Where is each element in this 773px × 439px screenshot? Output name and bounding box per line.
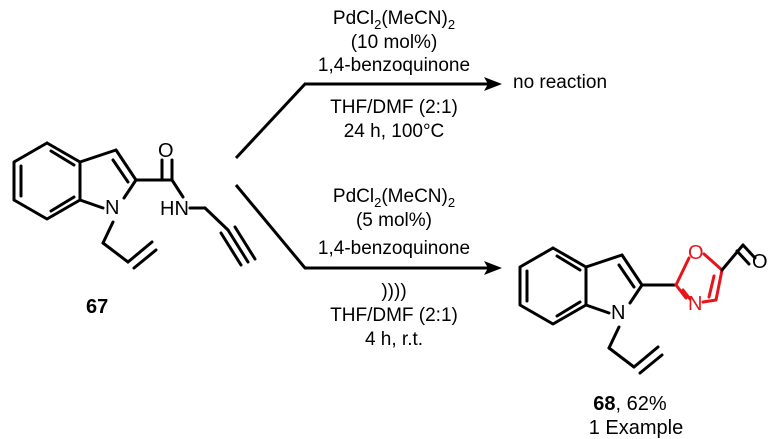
pr-oxazole-ring: O N [674,242,724,315]
sm-c2-n-bond [122,178,138,200]
bottom-catalyst: PdCl2(MeCN)2 [333,186,455,210]
pr-ox-c5-c4-double [707,274,716,299]
pr-oxazole-o-atom: O [688,242,704,264]
pr-oxazole-n-atom: N [688,293,702,315]
bottom-time-temp: 4 h, r.t. [365,329,423,350]
sm-c3a-c3-bond [78,148,118,164]
bottom-conditions: PdCl2(MeCN)2 (5 mol%) 1,4-benzoquinone )… [318,186,470,350]
pr-c5-cho-bond [720,243,745,272]
pr-allyl-bond-1 [607,346,636,369]
sm-compound-label: 67 [86,296,108,318]
top-catalyst: PdCl2(MeCN)2 [333,8,455,32]
sm-alkyne-bond-2 [219,231,243,267]
product-68: N O N O 68, 62% 1 Example [518,242,768,439]
sm-allyl-double [132,248,158,270]
pr-indole-n-atom: N [611,302,625,324]
pr-n-c7a-bond [584,303,611,315]
top-time-temp: 24 h, 100°C [344,121,445,142]
pr-c2-n-bond [628,283,644,305]
sm-n-ch2-bond [101,220,115,245]
bottom-solvent: THF/DMF (2:1) [330,305,458,326]
top-arrow [234,82,488,160]
sm-benzene-double-2 [49,149,76,167]
pr-cho-co-double [735,249,751,266]
sm-indole-n-atom: N [105,197,119,219]
sm-c3-c2-double [111,158,130,184]
pr-aldehyde-o-atom: O [752,251,768,273]
pr-cho-co-bond [741,243,757,260]
top-oxidant: 1,4-benzoquinone [318,55,470,76]
sm-n-c7a-bond [78,198,105,210]
bottom-oxidant: 1,4-benzoquinone [318,238,470,259]
sm-c3-c2-bond [114,148,138,182]
top-loading: (10 mol%) [351,32,438,53]
pr-benzene-double-2 [555,254,582,272]
pr-ox-n-c2-bond [674,283,688,300]
pr-ox-c2-o-bond [674,256,691,287]
pr-n-ch2-bond [607,325,621,350]
pr-c3a-c3-bond [584,253,624,269]
bottom-arrowhead [484,261,502,275]
sm-amide-hn-atom: HN [160,198,189,220]
sm-allyl-bond-1 [101,241,130,264]
sm-alkyne-bond-3 [233,225,257,261]
top-solvent: THF/DMF (2:1) [330,97,458,118]
pr-label-yield: 68, 62% [593,393,667,415]
pr-ox-o-c5-bond [702,252,724,272]
pr-benzene-double-3 [555,300,582,318]
starting-material-67: N O HN 67 [12,140,257,318]
sm-ch2-c-bond [203,206,230,232]
bottom-arrow [234,184,488,270]
reaction-arrows [234,77,502,275]
sm-allyl-bond-2 [126,240,154,264]
sm-benzene-ring [12,141,82,221]
bottom-ultrasound: )))) [381,281,406,302]
pr-benzene-ring [518,246,588,326]
top-arrowhead [484,77,502,91]
pr-ox-c4-n-bond [701,298,718,304]
pr-c3-c2-bond [620,253,644,287]
top-outcome: no reaction [513,72,607,93]
bottom-loading: (5 mol%) [356,210,432,231]
sm-alkyne-bond [226,228,250,264]
sm-benzene-double-3 [49,195,76,213]
pr-allyl-bond-2 [632,345,660,369]
top-conditions: PdCl2(MeCN)2 (10 mol%) 1,4-benzoquinone … [318,8,607,142]
sm-c-n-bond [170,178,185,199]
pr-c3-c2-double [617,263,636,289]
pr-examples: 1 Example [589,417,684,439]
sm-carbonyl-o-atom: O [158,140,174,162]
pr-ox-n-c2-double [681,288,692,301]
pr-ox-c5-c4-bond [714,268,724,302]
pr-allyl-double [638,353,664,375]
